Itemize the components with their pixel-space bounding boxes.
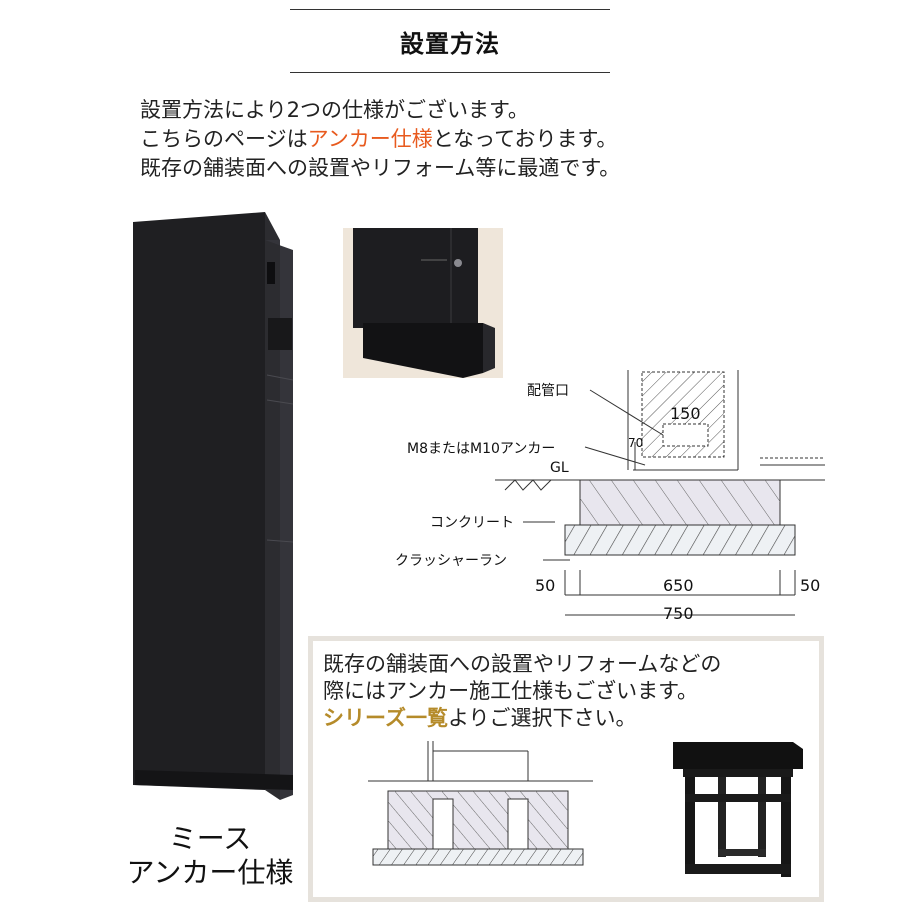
anchor-info-box: 既存の舗装面への設置やリフォームなどの 際にはアンカー施工仕様もございます。 シ… xyxy=(308,636,824,902)
product-spec: アンカー仕様 xyxy=(126,856,294,889)
label-pipe-opening: 配管口 xyxy=(527,383,569,399)
foundation-mini-diagram xyxy=(368,741,593,866)
product-name: ミース xyxy=(168,822,252,855)
installation-diagram: 配管口 M8またはM10アンカー GL コンクリート クラッシャーラン 150 … xyxy=(395,360,825,630)
intro-line-2-after: となっております。 xyxy=(432,127,618,151)
dim-150: 150 xyxy=(670,404,701,423)
info-line-1: 既存の舗装面への設置やリフォームなどの xyxy=(323,652,722,676)
info-text: 既存の舗装面への設置やリフォームなどの 際にはアンカー施工仕様もございます。 シ… xyxy=(323,651,721,732)
label-anchor-bolt: M8またはM10アンカー xyxy=(407,441,556,457)
dim-650: 650 xyxy=(663,576,694,595)
product-caption: ミース アンカー仕様 xyxy=(100,822,320,890)
info-line-3: シリーズ一覧よりご選択下さい。 xyxy=(323,705,721,732)
dim-50-right: 50 xyxy=(800,576,821,595)
label-ground-level: GL xyxy=(550,460,569,476)
dim-50-left: 50 xyxy=(535,576,556,595)
label-crusher-run: クラッシャーラン xyxy=(395,553,507,569)
title-rule-top xyxy=(290,9,610,10)
intro-line-3: 既存の舗装面への設置やリフォーム等に最適です。 xyxy=(140,156,621,180)
intro-text: 設置方法により2つの仕様がございます。 こちらのページはアンカー仕様となっており… xyxy=(140,96,620,183)
product-photo xyxy=(133,212,294,800)
info-line-3-after: よりご選択下さい。 xyxy=(447,706,637,730)
anchor-spec-highlight: アンカー仕様 xyxy=(307,127,433,151)
intro-line-2-before: こちらのページは xyxy=(140,127,308,151)
info-line-2: 際にはアンカー施工仕様もございます。 xyxy=(323,679,699,703)
intro-line-2: こちらのページはアンカー仕様となっております。 xyxy=(140,125,620,154)
anchor-frame-photo xyxy=(673,742,803,877)
label-concrete: コンクリート xyxy=(430,515,514,531)
series-list-link[interactable]: シリーズ一覧 xyxy=(323,706,448,730)
intro-line-1: 設置方法により2つの仕様がございます。 xyxy=(140,98,529,122)
page-title: 設置方法 xyxy=(400,30,500,58)
title-rule-bottom xyxy=(290,72,610,73)
base-detail-photo xyxy=(343,228,503,378)
dim-750: 750 xyxy=(663,604,694,623)
dim-70: 70 xyxy=(628,436,644,450)
